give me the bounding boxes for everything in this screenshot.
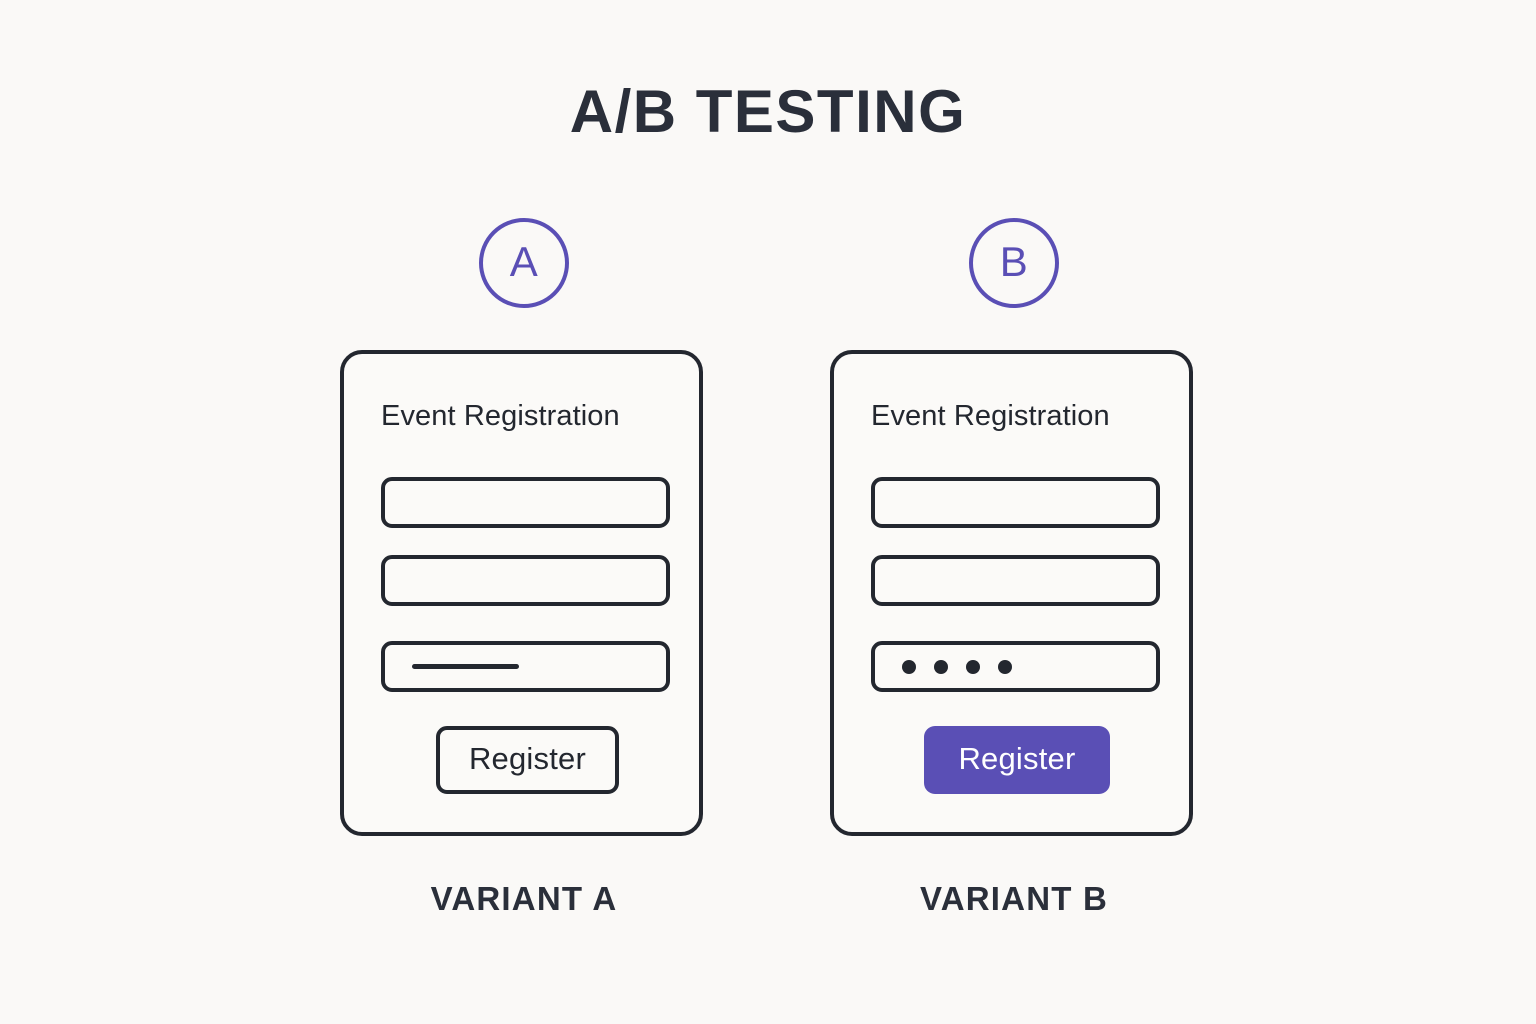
variant-a-register-button-label: Register: [468, 741, 587, 776]
variant-a-card-heading: Event Registration: [381, 400, 620, 432]
variant-b-column: B Event Registration Register VARIANT B: [804, 0, 1224, 1024]
password-dot: [934, 659, 948, 674]
typed-text-line: [412, 664, 519, 669]
variant-b-register-button-label: Register: [958, 741, 1076, 776]
page-title: A/B TESTING: [569, 78, 967, 145]
password-dot: [998, 659, 1012, 674]
variant-a-column: A Event Registration Register VARIANT A: [314, 0, 734, 1024]
variant-a-text-field-1[interactable]: [381, 477, 670, 528]
variant-a-caption: VARIANT A: [430, 880, 618, 917]
variant-b-caption: VARIANT B: [919, 880, 1108, 917]
variant-b-text-field-1[interactable]: [871, 477, 1160, 528]
badge-a: A: [479, 218, 569, 308]
variant-b-card-heading: Event Registration: [871, 400, 1110, 432]
variant-b-card: Event Registration Register: [830, 350, 1193, 836]
variant-b-text-field-2[interactable]: [871, 555, 1160, 606]
password-dot: [966, 659, 980, 674]
badge-b-letter: B: [999, 238, 1029, 285]
variant-a-text-field-2[interactable]: [381, 555, 670, 606]
variant-a-register-button[interactable]: Register: [436, 726, 619, 794]
variant-a-text-field-3[interactable]: [381, 641, 670, 692]
variant-b-password-field-3[interactable]: [871, 641, 1160, 692]
badge-b: B: [969, 218, 1059, 308]
variant-b-register-button[interactable]: Register: [924, 726, 1110, 794]
password-dot: [902, 659, 916, 674]
password-dots: [902, 659, 1012, 674]
badge-a-letter: A: [509, 238, 539, 285]
variant-a-card: Event Registration Register: [340, 350, 703, 836]
